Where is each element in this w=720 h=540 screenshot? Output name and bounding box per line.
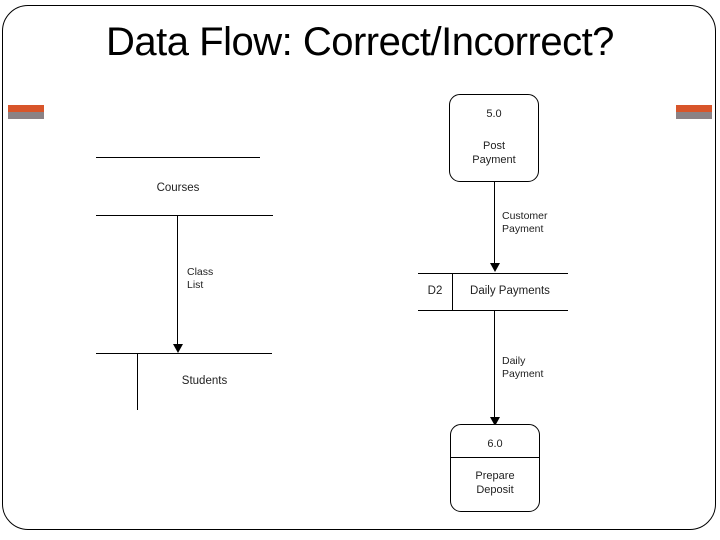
decoration-bar-gray <box>676 112 712 119</box>
process-post-payment-name-line1: Post <box>482 140 505 152</box>
process-prepare-deposit-number: 6.0 <box>487 438 503 450</box>
flow-class-list-label-line1: Class <box>187 266 214 278</box>
data-store-students-label: Students <box>181 375 228 387</box>
flow-customer-payment-label-line1: Customer <box>502 210 548 222</box>
data-store-courses-top-line <box>96 157 260 158</box>
slide-border <box>2 5 716 530</box>
process-post-payment-number: 5.0 <box>486 108 502 120</box>
data-store-daily-payments-bottom-line <box>418 310 568 311</box>
flow-daily-payment-label: Daily Payment <box>502 355 543 381</box>
flow-class-list-arrowhead <box>173 344 183 353</box>
decoration-bars-left <box>8 105 44 119</box>
data-store-courses-bottom-line <box>96 215 273 216</box>
flow-customer-payment-label-line2: Payment <box>502 223 544 235</box>
flow-daily-payment-line <box>494 310 495 419</box>
process-prepare-deposit-name: Prepare Deposit <box>451 470 539 497</box>
page-title: Data Flow: Correct/Incorrect? <box>106 20 614 64</box>
decoration-bars-right <box>676 105 712 119</box>
decoration-bar-orange <box>676 105 712 112</box>
decoration-bar-orange <box>8 105 44 112</box>
process-prepare-deposit-divider <box>451 457 539 458</box>
flow-customer-payment-arrowhead <box>490 263 500 272</box>
flow-class-list-label-line2: List <box>187 279 204 291</box>
process-post-payment-name-line2: Payment <box>472 153 516 166</box>
flow-class-list-label: Class List <box>187 266 213 292</box>
flow-class-list-line <box>177 215 178 346</box>
decoration-bar-gray <box>8 112 44 119</box>
process-post-payment-name: Post Payment <box>450 140 538 167</box>
flow-daily-payment-arrowhead <box>490 417 500 426</box>
process-prepare-deposit: 6.0 Prepare Deposit <box>450 424 540 512</box>
process-prepare-deposit-name-line2: Deposit <box>476 483 514 496</box>
flow-daily-payment-label-line1: Daily <box>502 355 526 367</box>
data-store-daily-payments-label: Daily Payments <box>470 285 550 297</box>
data-store-courses-label: Courses <box>156 182 200 194</box>
data-store-students-divider <box>137 353 138 410</box>
data-store-students-top-line <box>96 353 272 354</box>
process-post-payment: 5.0 Post Payment <box>449 94 539 182</box>
flow-daily-payment-label-line2: Payment <box>502 368 544 380</box>
flow-customer-payment-line <box>494 182 495 264</box>
data-store-daily-payments-top-line <box>418 273 568 274</box>
process-prepare-deposit-name-line1: Prepare <box>475 470 515 482</box>
data-store-daily-payments-divider <box>452 273 453 311</box>
flow-customer-payment-label: Customer Payment <box>502 210 548 236</box>
data-store-daily-payments-id: D2 <box>427 285 443 297</box>
